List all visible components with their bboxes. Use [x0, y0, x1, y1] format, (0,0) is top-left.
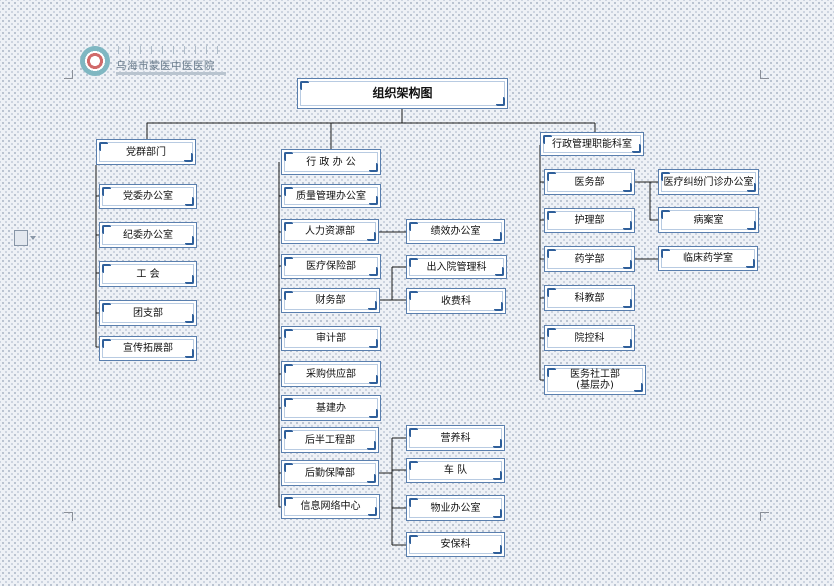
- org-node-medical-insurance: 医疗保险部: [281, 254, 381, 279]
- hospital-emblem-icon: [80, 46, 110, 76]
- org-node-performance-office: 绩效办公室: [406, 219, 505, 244]
- org-node-procurement: 采购供应部: [281, 361, 381, 387]
- logo-english-strip: [116, 72, 226, 75]
- org-node-admission-mgmt: 出入院管理科: [406, 255, 507, 279]
- org-node-social-work: 医务社工部 (基层办): [544, 365, 646, 395]
- crop-mark-bottom-right: [760, 512, 769, 521]
- org-node-quality-office: 质量管理办公室: [281, 184, 381, 208]
- org-node-publicity: 宣传拓展部: [99, 336, 197, 361]
- org-node-billing: 收费科: [406, 288, 506, 314]
- crop-mark-top-right: [760, 70, 769, 79]
- org-node-finance: 财务部: [281, 288, 380, 313]
- org-node-admin-office: 行 政 办 公: [281, 149, 381, 175]
- org-node-medical-affairs: 医务部: [544, 169, 635, 195]
- crop-mark-bottom-left: [64, 512, 73, 521]
- org-node-motor-pool: 车 队: [406, 458, 505, 483]
- org-node-union: 工 会: [99, 261, 197, 287]
- org-node-hr: 人力资源部: [281, 219, 379, 244]
- crop-mark-top-left: [64, 70, 73, 79]
- org-node-education: 科教部: [544, 285, 635, 311]
- dropdown-arrow-icon[interactable]: [30, 236, 36, 240]
- org-node-nursing: 护理部: [544, 208, 635, 233]
- org-node-party-group: 党群部门: [96, 139, 196, 165]
- org-node-clinical-pharmacy: 临床药学室: [658, 246, 758, 271]
- org-node-discipline-office: 纪委办公室: [99, 222, 197, 248]
- org-node-records-room: 病案室: [658, 207, 759, 233]
- document-icon[interactable]: [14, 230, 28, 246]
- org-node-nutrition: 营养科: [406, 425, 505, 451]
- logo-decoration: [118, 46, 228, 54]
- org-node-audit: 审计部: [281, 326, 381, 351]
- org-node-property-office: 物业办公室: [406, 495, 505, 521]
- org-node-admin-functions: 行政管理职能科室: [540, 132, 644, 156]
- org-node-it-center: 信息网络中心: [281, 494, 380, 519]
- org-node-dispute-office: 医疗纠纷门诊办公室: [658, 169, 759, 195]
- org-node-construction: 基建办: [281, 395, 381, 421]
- org-node-party-office: 党委办公室: [99, 184, 197, 209]
- org-node-logistics: 后勤保障部: [281, 460, 379, 486]
- hospital-name: 乌海市蒙医中医医院: [116, 60, 215, 72]
- org-node-youth-league: 团支部: [99, 300, 197, 326]
- hospital-logo: 乌海市蒙医中医医院: [78, 44, 258, 84]
- chart-title: 组织架构图: [297, 78, 508, 109]
- org-node-pharmacy: 药学部: [544, 246, 635, 272]
- org-node-security: 安保科: [406, 532, 505, 557]
- org-node-infection-control: 院控科: [544, 325, 635, 351]
- org-node-engineering: 后半工程部: [281, 427, 379, 453]
